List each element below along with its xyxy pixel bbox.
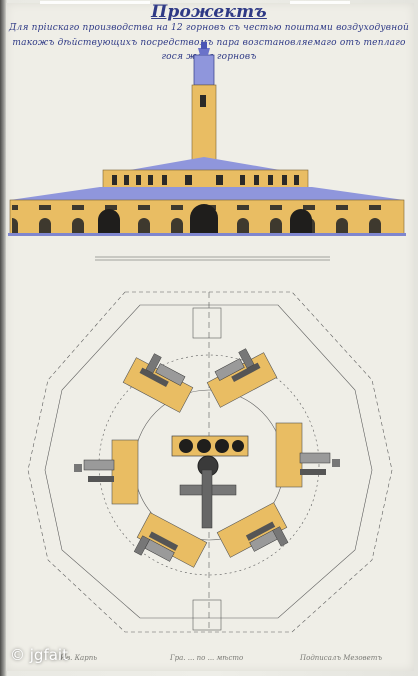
chimney-top bbox=[193, 54, 215, 86]
drum-wall bbox=[102, 169, 309, 189]
central-furnace bbox=[171, 435, 249, 529]
watermark: © jgfait bbox=[10, 646, 68, 664]
glare-left bbox=[40, 1, 150, 4]
furnace-unit-sw bbox=[133, 512, 208, 568]
footer-center: Гра. ... по ... мѣсто bbox=[170, 654, 244, 662]
drum-roof bbox=[130, 157, 280, 170]
title-line-1: Для пріискаго производства на 12 горновъ… bbox=[9, 23, 409, 33]
title-main: Прожектъ bbox=[151, 2, 267, 22]
chimney-window bbox=[200, 95, 206, 107]
building-elevation bbox=[8, 42, 406, 236]
main-roof bbox=[10, 187, 404, 200]
chimney-lantern bbox=[201, 42, 207, 49]
furnace-unit-e bbox=[275, 422, 340, 488]
chimney-cap bbox=[198, 48, 210, 55]
central-gate bbox=[190, 204, 218, 234]
title-line-2: такожъ дѣйствующихъ посредствомъ пара во… bbox=[12, 38, 406, 48]
footer-right: Подписалъ Мезоветъ bbox=[300, 654, 383, 662]
furnace-unit-w bbox=[74, 439, 139, 505]
scale-bar bbox=[95, 256, 330, 261]
furnace-unit-ne bbox=[206, 348, 278, 408]
footer-left: Ив. Карпь bbox=[60, 654, 98, 662]
base-line bbox=[8, 233, 406, 236]
furnace-unit-nw bbox=[122, 353, 194, 413]
glare-right bbox=[290, 1, 350, 4]
watermark-text: © jgfait bbox=[10, 646, 68, 664]
furnace-unit-se bbox=[216, 502, 289, 558]
